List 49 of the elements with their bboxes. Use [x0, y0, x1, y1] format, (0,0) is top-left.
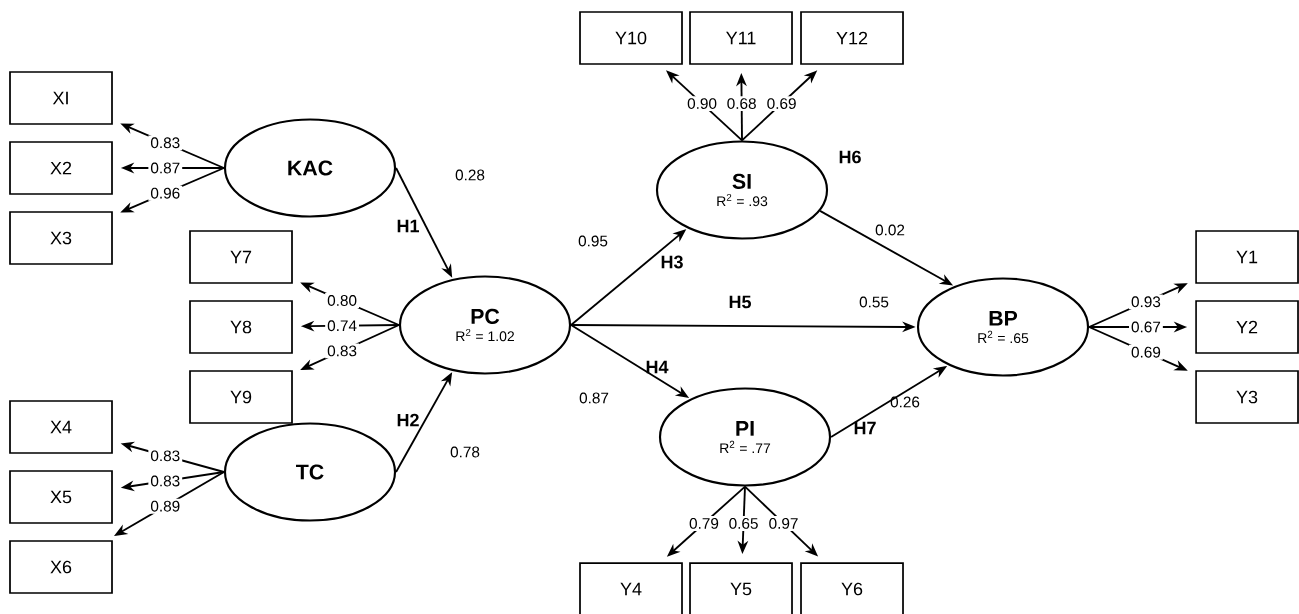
- indicator-box: Y4: [579, 562, 683, 614]
- indicator-box: Y10: [579, 11, 683, 65]
- hypothesis-label: H7: [854, 421, 876, 435]
- indicator-box: Y8: [189, 300, 293, 354]
- edge-label: 0.87: [579, 392, 609, 404]
- indicator-box: Y7: [189, 230, 293, 284]
- edge-label: 0.97: [766, 516, 801, 531]
- edge-label: 0.83: [148, 473, 183, 489]
- indicator-box: X4: [9, 400, 113, 454]
- edge-label: 0.83: [325, 343, 359, 359]
- hypothesis-label: H4: [646, 360, 669, 374]
- edge-label: 0.83: [148, 448, 183, 464]
- edge-label: 0.67: [1129, 319, 1163, 335]
- edge-label: 0.02: [875, 224, 905, 236]
- indicator-box: Y12: [800, 11, 904, 65]
- edge-label: 0.90: [685, 96, 719, 111]
- indicator-box: Y11: [689, 11, 793, 65]
- edge-label: 0.55: [859, 296, 889, 308]
- indicator-box: XI: [9, 71, 113, 125]
- edge-label: 0.83: [148, 135, 183, 151]
- indicator-box: X6: [9, 540, 113, 594]
- hypothesis-label: H3: [661, 255, 683, 269]
- hypothesis-label: H2: [397, 413, 419, 427]
- indicator-box: Y2: [1195, 300, 1299, 354]
- hypothesis-label: H1: [397, 219, 419, 233]
- edge-label: 0.26: [890, 396, 920, 408]
- edge-label: 0.28: [455, 169, 485, 181]
- edge-label: 0.96: [148, 185, 183, 201]
- edge-label: 0.89: [148, 498, 183, 514]
- edge-label: 0.87: [148, 160, 183, 176]
- edge-label: 0.78: [450, 446, 480, 458]
- indicator-box: Y3: [1195, 370, 1299, 424]
- edge-label: 0.93: [1129, 294, 1163, 310]
- edge-label: 0.79: [687, 516, 721, 531]
- edge-label: 0.68: [724, 96, 759, 111]
- edge-label: 0.74: [325, 318, 359, 334]
- edge-label: 0.80: [325, 293, 359, 308]
- edge-label: 0.95: [578, 235, 608, 247]
- indicator-box: X3: [9, 211, 113, 265]
- indicator-box: X5: [9, 470, 113, 524]
- indicator-box: Y1: [1195, 230, 1299, 284]
- indicator-box: X2: [9, 141, 113, 195]
- indicator-box: Y5: [689, 562, 793, 614]
- edge-label: 0.65: [726, 516, 761, 531]
- indicator-box: Y6: [800, 562, 904, 614]
- indicator-box: Y9: [189, 370, 293, 424]
- hypothesis-label: H5: [729, 295, 751, 309]
- edge-label: 0.69: [1129, 344, 1163, 360]
- edge-label: 0.69: [764, 96, 799, 111]
